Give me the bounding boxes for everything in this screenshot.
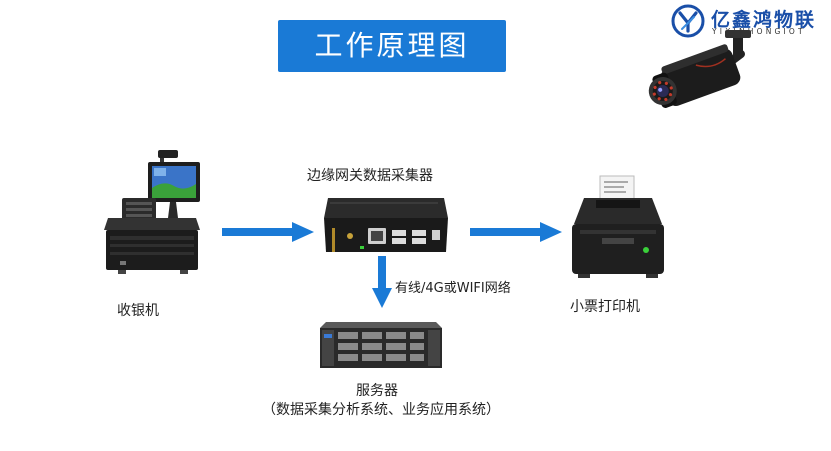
brand-logo: 亿鑫鸿物联 YIXINHONGIOT bbox=[671, 4, 831, 38]
arrow-pos-to-gateway bbox=[222, 222, 314, 242]
rack-server-icon bbox=[320, 322, 442, 368]
node-label-gateway: 边缘网关数据采集器 bbox=[307, 168, 433, 184]
node-label-pos: 收银机 bbox=[117, 303, 159, 319]
node-label-printer: 小票打印机 bbox=[570, 299, 640, 315]
pos-terminal-icon bbox=[104, 150, 200, 274]
diagram-title: 工作原理图 bbox=[278, 20, 506, 72]
receipt-printer-icon bbox=[572, 175, 664, 278]
brand-logo-icon bbox=[671, 4, 705, 38]
security-camera-icon bbox=[648, 30, 751, 108]
arrow-gateway-to-printer bbox=[470, 222, 562, 242]
edge-gateway-icon bbox=[324, 198, 448, 252]
edge-label-network: 有线/4G或WIFI网络 bbox=[395, 281, 511, 296]
node-sublabel-server: （数据采集分析系统、业务应用系统） bbox=[262, 402, 500, 418]
brand-name: 亿鑫鸿物联 bbox=[711, 9, 817, 31]
brand-subtitle: YIXINHONGIOT bbox=[712, 27, 806, 36]
arrow-gateway-to-server bbox=[372, 256, 392, 308]
node-label-server: 服务器 bbox=[356, 383, 398, 399]
